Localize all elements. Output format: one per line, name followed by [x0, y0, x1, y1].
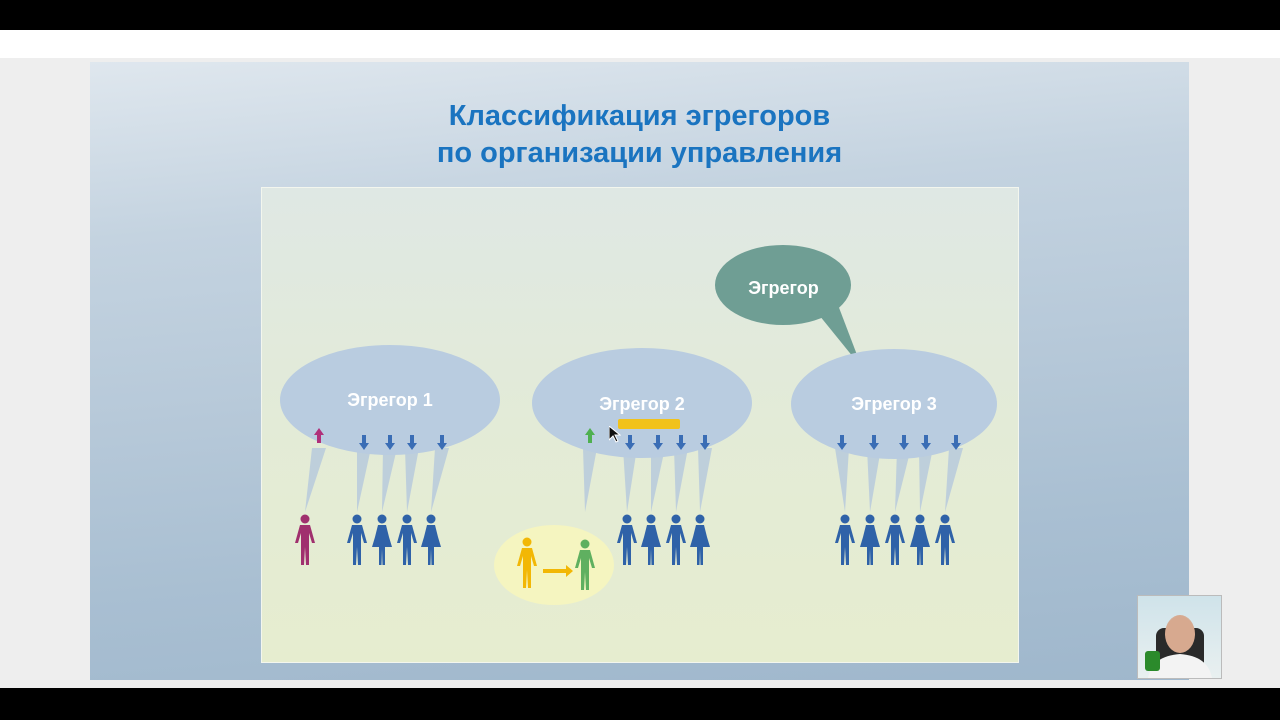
arrow-up-icon: [314, 428, 324, 443]
person-icon: [910, 525, 930, 565]
beam: [674, 448, 688, 512]
person-icon: [517, 548, 537, 588]
microphone-icon[interactable]: [1145, 651, 1160, 671]
person-head: [646, 514, 656, 524]
person-head: [671, 514, 681, 524]
arrow-down-icon: [899, 435, 909, 450]
person-icon: [617, 525, 637, 565]
presenter-webcam[interactable]: [1137, 595, 1222, 679]
speech-tail: [815, 305, 862, 368]
arrow-down-icon: [437, 435, 447, 450]
beam: [357, 448, 371, 512]
person-head: [377, 514, 387, 524]
arrow-down-icon: [837, 435, 847, 450]
beam: [919, 448, 933, 512]
person-icon: [347, 525, 367, 565]
person-head: [865, 514, 875, 524]
person-head: [940, 514, 950, 524]
beam: [651, 448, 665, 512]
person-icon: [421, 525, 441, 565]
person-icon: [835, 525, 855, 565]
arrow-down-icon: [951, 435, 961, 450]
person-icon: [690, 525, 710, 565]
egregor-2-ellipse: [532, 348, 752, 458]
arrow-down-icon: [676, 435, 686, 450]
arrow-up-icon: [585, 428, 595, 443]
beam: [382, 448, 397, 512]
person-icon: [666, 525, 686, 565]
beam: [895, 448, 911, 512]
beam: [431, 448, 449, 512]
top-egregor-label: Эгрегор: [748, 278, 819, 298]
person-icon: [885, 525, 905, 565]
beam: [698, 448, 712, 512]
person-head: [890, 514, 900, 524]
person-head: [695, 514, 705, 524]
person-head: [622, 514, 632, 524]
arrow-down-icon: [359, 435, 369, 450]
arrow-down-icon: [653, 435, 663, 450]
arrow-down-icon: [407, 435, 417, 450]
person-head: [352, 514, 362, 524]
person-head: [840, 514, 850, 524]
toolbar-strip: [0, 30, 1280, 58]
person-icon: [575, 550, 595, 590]
top-bar: [0, 0, 1280, 30]
person-icon: [641, 525, 661, 565]
top-egregor-bubble: [715, 245, 851, 325]
person-head: [915, 514, 925, 524]
arrow-down-icon: [700, 435, 710, 450]
person-head: [426, 514, 436, 524]
person-head: [580, 539, 590, 549]
egregor-3-ellipse: [791, 349, 997, 459]
beam: [583, 448, 597, 512]
highlight-circle: [494, 525, 614, 605]
arrow-down-icon: [869, 435, 879, 450]
person-icon: [295, 525, 315, 565]
arrow-down-icon: [625, 435, 635, 450]
beam: [867, 448, 881, 512]
arrow-cursor-icon: [609, 426, 621, 443]
title-line-2: по организации управления: [436, 137, 843, 169]
presenter-image: [1148, 615, 1212, 678]
title-line-1: Классификация эгрегоров: [448, 100, 831, 132]
beam: [405, 448, 419, 512]
bottom-bar: [0, 688, 1280, 720]
egregor-2-label: Эгрегор 2: [599, 394, 685, 414]
person-icon: [372, 525, 392, 565]
beam: [835, 448, 849, 512]
arrow-down-icon: [921, 435, 931, 450]
arrow-down-icon: [385, 435, 395, 450]
person-icon: [397, 525, 417, 565]
person-head: [522, 537, 532, 547]
beam: [623, 448, 637, 512]
slide-title: Классификация эгрегоров по организации у…: [90, 98, 1189, 172]
annotation-tooltip: [618, 419, 680, 429]
beam: [305, 448, 326, 512]
egregor-3-label: Эгрегор 3: [851, 394, 937, 414]
transfer-arrow-icon: [543, 565, 573, 577]
beam: [945, 448, 963, 512]
egregor-1-ellipse: [280, 345, 500, 455]
person-icon: [935, 525, 955, 565]
egregor-1-label: Эгрегор 1: [347, 390, 433, 410]
person-head: [300, 514, 310, 524]
person-head: [402, 514, 412, 524]
person-icon: [860, 525, 880, 565]
